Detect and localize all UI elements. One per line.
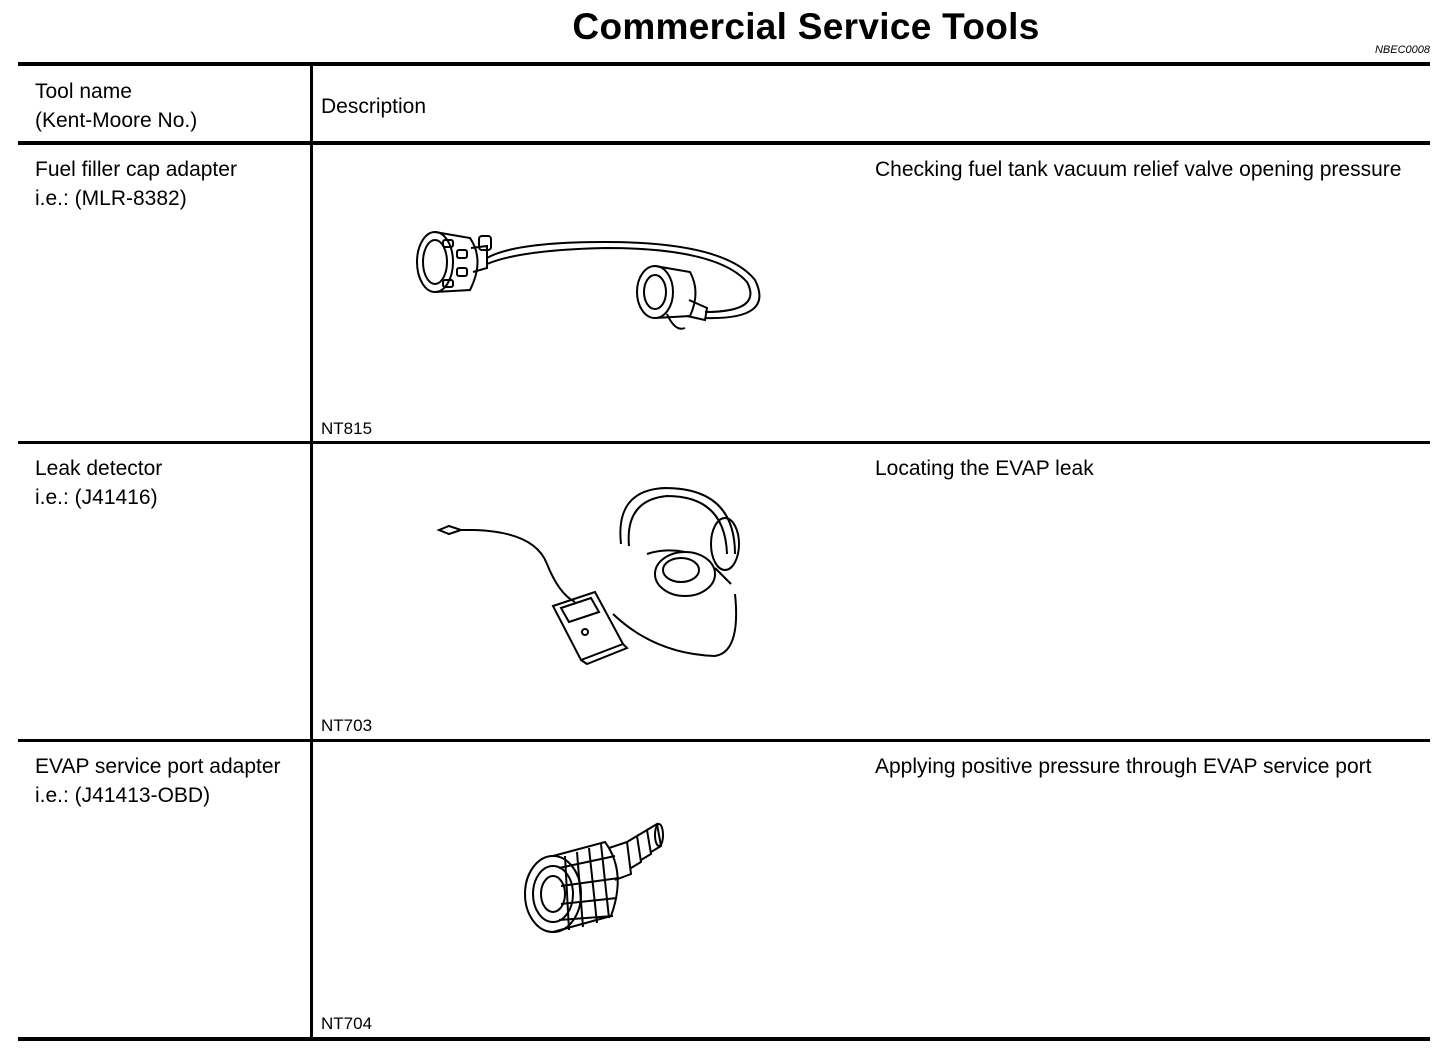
- tool-number: i.e.: (MLR-8382): [35, 187, 187, 210]
- table-row-1-tool-name: Fuel filler cap adapter i.e.: (MLR-8382): [35, 155, 305, 213]
- evap-service-port-adapter-illustration: [515, 812, 675, 942]
- tool-name: Fuel filler cap adapter: [35, 158, 237, 181]
- tool-name: Leak detector: [35, 457, 163, 480]
- reference-code: NBEC0008: [1374, 44, 1430, 56]
- row-divider-2: [18, 739, 1430, 742]
- tool-number: i.e.: (J41416): [35, 486, 158, 509]
- table-row-3-description: Applying positive pressure through EVAP …: [875, 755, 1372, 778]
- row-divider-1: [18, 441, 1430, 444]
- tool-name: EVAP service port adapter: [35, 755, 281, 778]
- header-tool-name: Tool name (Kent-Moore No.): [35, 77, 197, 135]
- table-bottom-rule: [18, 1037, 1430, 1041]
- header-tool-name-line1: Tool name: [35, 80, 132, 103]
- table-row-2-description: Locating the EVAP leak: [875, 457, 1094, 480]
- table-row-3-tool-name: EVAP service port adapter i.e.: (J41413-…: [35, 752, 305, 810]
- figure-code: NT703: [321, 716, 373, 735]
- header-tool-name-line2: (Kent-Moore No.): [35, 109, 198, 132]
- fuel-filler-cap-adapter-illustration: [405, 220, 775, 350]
- table-row-1-description: Checking fuel tank vacuum relief valve o…: [875, 158, 1402, 181]
- header-description: Description: [321, 95, 427, 118]
- page-title: Commercial Service Tools: [572, 6, 1040, 47]
- figure-code: NT815: [321, 419, 373, 438]
- column-divider: [310, 64, 313, 1040]
- header-divider: [18, 141, 1430, 145]
- table-row-2-tool-name: Leak detector i.e.: (J41416): [35, 454, 305, 512]
- table-top-rule: [18, 62, 1430, 66]
- tool-number: i.e.: (J41413-OBD): [35, 784, 211, 807]
- leak-detector-illustration: [435, 484, 755, 674]
- figure-code: NT704: [321, 1014, 373, 1033]
